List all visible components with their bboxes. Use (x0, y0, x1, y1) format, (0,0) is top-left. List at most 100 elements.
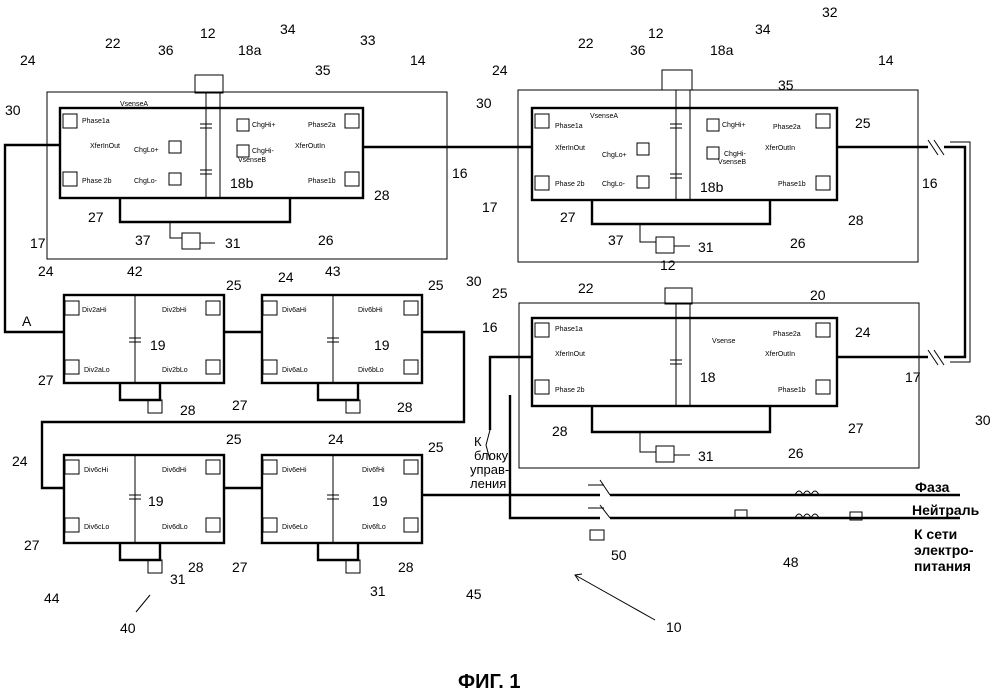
ref-label: 18 (700, 369, 716, 385)
ref-label: 33 (360, 32, 376, 48)
ref-label: 14 (410, 52, 426, 68)
signal-label: Div6aLo (282, 367, 308, 374)
transistor-icon (534, 322, 550, 338)
transistor-icon (344, 113, 360, 129)
to-control-unit-label: блоку (474, 448, 509, 463)
ref-label: 24 (492, 62, 508, 78)
ref-label: 24 (278, 269, 294, 285)
signal-label: Div6dHi (162, 467, 187, 474)
signal-label: XferInOut (555, 351, 585, 358)
controller-31-box (345, 559, 361, 574)
transistor-icon (636, 142, 650, 156)
ref-label: 26 (788, 445, 804, 461)
module-33-bus (58, 106, 365, 200)
grid-label: питания (914, 558, 971, 574)
phase-label: Фаза (915, 479, 950, 495)
ref-label: 25 (855, 115, 871, 131)
ref-label: 28 (374, 187, 390, 203)
transistor-icon (64, 359, 80, 375)
controller-31-box (345, 399, 361, 414)
grid-label: К сети (914, 526, 957, 542)
signal-label: VsenseA (120, 101, 148, 108)
signal-label: Phase1b (778, 387, 806, 394)
ref-label: 37 (135, 232, 151, 248)
ref-label: 24 (12, 453, 28, 469)
signal-label: Vsense (712, 338, 735, 345)
signal-label: Div6cHi (84, 467, 109, 474)
resistor-icon (849, 511, 863, 521)
signal-label: XferOutIn (295, 143, 325, 150)
signal-label: Div6eLo (282, 524, 308, 531)
ref-label: 28 (180, 402, 196, 418)
ref-label: 25 (226, 277, 242, 293)
module-32-bus (530, 106, 839, 202)
signal-label: VsenseB (718, 159, 746, 166)
transistor-icon (403, 517, 419, 533)
ref-label: 31 (170, 571, 186, 587)
text-labels: К блоку управ- ления Фаза Нейтраль К сет… (458, 434, 980, 693)
transistor-icon (168, 172, 182, 186)
signal-label: Phase 2b (82, 178, 112, 185)
signal-label: Phase2a (773, 124, 801, 131)
transistor-icon (815, 379, 831, 395)
transistor-icon (262, 300, 278, 316)
neutral-label: Нейтраль (912, 502, 980, 518)
ref-label: 25 (492, 285, 508, 301)
ref-label: 36 (158, 42, 174, 58)
module-20-bus (530, 316, 839, 408)
divider-module-45: Div6eHi Div6fHi Div6eLo Div6fLo (260, 453, 424, 574)
transistor-icon (706, 118, 720, 132)
signal-label: Div6fHi (362, 467, 385, 474)
ref-label: 16 (922, 175, 938, 191)
ref-label: 27 (232, 559, 248, 575)
ref-label: 22 (105, 35, 121, 51)
ref-label: 48 (783, 554, 799, 570)
ref-label: 14 (878, 52, 894, 68)
signal-label: Phase 2b (555, 181, 585, 188)
signal-label: ChgHi+ (252, 122, 276, 129)
transistor-icon (262, 359, 278, 375)
controller-31-box (655, 236, 675, 254)
ref-label: 17 (482, 199, 498, 215)
inductor-icon (794, 513, 820, 520)
ref-label: 22 (578, 35, 594, 51)
ref-label: 34 (280, 21, 296, 37)
signal-label: XferOutIn (765, 351, 795, 358)
ref-label: 35 (315, 62, 331, 78)
ref-label: 17 (30, 235, 46, 251)
transistor-icon (534, 113, 550, 129)
transistor-icon (205, 459, 221, 475)
ref-label: 34 (755, 21, 771, 37)
ref-label: 18a (238, 42, 262, 58)
controller-31-box (147, 559, 163, 574)
ref-label: 28 (397, 399, 413, 415)
module-32: Phase1a VsenseA XferInOut Phase 2b ChgLo… (517, 69, 919, 263)
signal-label: ChgLo+ (602, 152, 627, 159)
transistor-icon (262, 459, 278, 475)
ref-label: 19 (374, 337, 390, 353)
ref-label: 16 (452, 165, 468, 181)
transistor-icon (262, 517, 278, 533)
signal-label: Phase 2b (555, 387, 585, 394)
transistor-icon (236, 118, 250, 132)
transistor-icon (815, 322, 831, 338)
grid-label: электро- (914, 542, 974, 558)
inductor-icon (794, 490, 820, 497)
ref-label: 50 (611, 547, 627, 563)
transistor-icon (205, 359, 221, 375)
transistor-icon (534, 175, 550, 191)
ref-label: 25 (226, 431, 242, 447)
transistor-icon (403, 459, 419, 475)
ref-label: 30 (466, 273, 482, 289)
ref-label: 26 (318, 232, 334, 248)
transistor-icon (534, 379, 550, 395)
ref-label: 12 (648, 25, 664, 41)
ref-label: 28 (848, 212, 864, 228)
ref-label: 30 (5, 102, 21, 118)
terminal-12 (664, 287, 693, 305)
module-20: Phase1a XferInOut Phase 2b Vsense Phase2… (518, 287, 920, 469)
reference-numerals: 12 22 36 18a 34 33 14 35 24 30 17 27 37 … (5, 4, 991, 636)
transistor-icon (403, 300, 419, 316)
